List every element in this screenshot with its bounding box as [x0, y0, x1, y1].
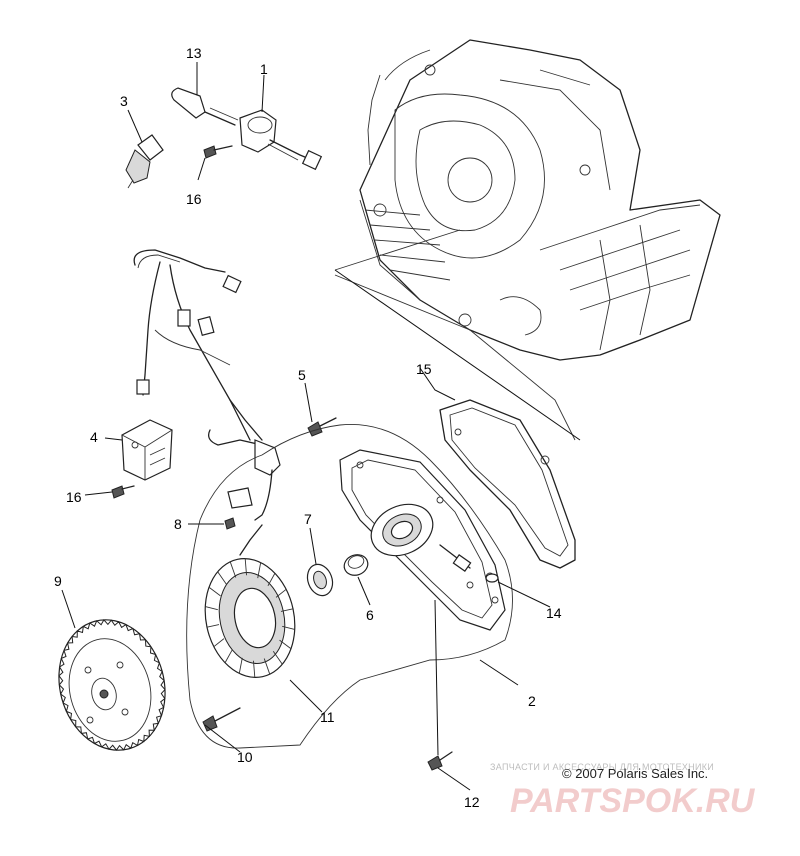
callout-9: 9	[54, 573, 62, 589]
wiring-harness	[133, 249, 281, 521]
stator-tooth	[279, 639, 292, 650]
dowel-pin	[485, 573, 499, 583]
callout-8: 8	[174, 516, 182, 532]
callout-12: 12	[464, 794, 480, 810]
flywheel	[58, 619, 166, 751]
callout-11: 11	[320, 709, 335, 725]
screw-8	[224, 517, 236, 530]
stator-tooth	[213, 638, 225, 648]
watermark-brand: PARTSPOK.RU	[510, 782, 756, 820]
stator-tooth	[257, 562, 262, 579]
bolt-12	[427, 751, 453, 771]
callout-15: 15	[416, 361, 432, 377]
callout-5: 5	[298, 367, 306, 383]
leader-lines	[61, 62, 551, 791]
callout-3: 3	[120, 93, 128, 109]
bushing	[343, 554, 369, 576]
bolt-10	[202, 707, 241, 732]
flywheel-ring-gear	[58, 619, 166, 751]
stator-tooth	[217, 571, 228, 585]
stator-tooth	[229, 561, 237, 578]
stator-tooth	[224, 649, 233, 663]
copyright-text: © 2007 Polaris Sales Inc.	[562, 766, 708, 781]
stator	[204, 524, 296, 678]
stator-tooth	[205, 606, 218, 611]
engine-crankcase	[334, 39, 721, 441]
callout-10: 10	[237, 749, 253, 765]
callout-16-bottom: 16	[66, 489, 82, 505]
voltage-regulator	[121, 419, 173, 481]
spark-plug	[125, 134, 164, 189]
screw-16-bottom	[111, 485, 135, 499]
assembly-outline	[186, 269, 581, 756]
gasket	[439, 399, 576, 569]
callout-1: 1	[260, 61, 268, 77]
stator-tooth	[206, 624, 220, 628]
callout-2: 2	[528, 693, 536, 709]
stator-tooth	[275, 588, 287, 598]
callout-16-top: 16	[186, 191, 202, 207]
stator-tooth	[208, 586, 221, 597]
callout-4: 4	[90, 429, 98, 445]
stator-tooth	[244, 558, 247, 576]
stator-tooth	[282, 625, 295, 630]
screw-5	[307, 417, 337, 437]
ignition-coil	[239, 109, 323, 171]
stator-tooth	[253, 660, 256, 678]
watermark-caption: ЗАПЧАСТИ И АКСЕССУАРЫ ДЛЯ МОТОТЕХНИКИ	[490, 762, 714, 772]
stator-tooth	[267, 573, 276, 587]
callout-6: 6	[366, 607, 374, 623]
callout-13: 13	[186, 45, 202, 61]
callout-7: 7	[304, 511, 312, 527]
stator-tooth	[280, 608, 294, 612]
callout-14: 14	[546, 605, 562, 621]
stator-tooth	[238, 657, 243, 674]
spark-plug-cap	[171, 87, 239, 126]
stator-tooth	[263, 658, 271, 675]
stator-cover	[339, 449, 506, 631]
screw-16-top	[203, 145, 233, 159]
stator-tooth	[272, 651, 283, 665]
oil-seal	[306, 563, 334, 597]
